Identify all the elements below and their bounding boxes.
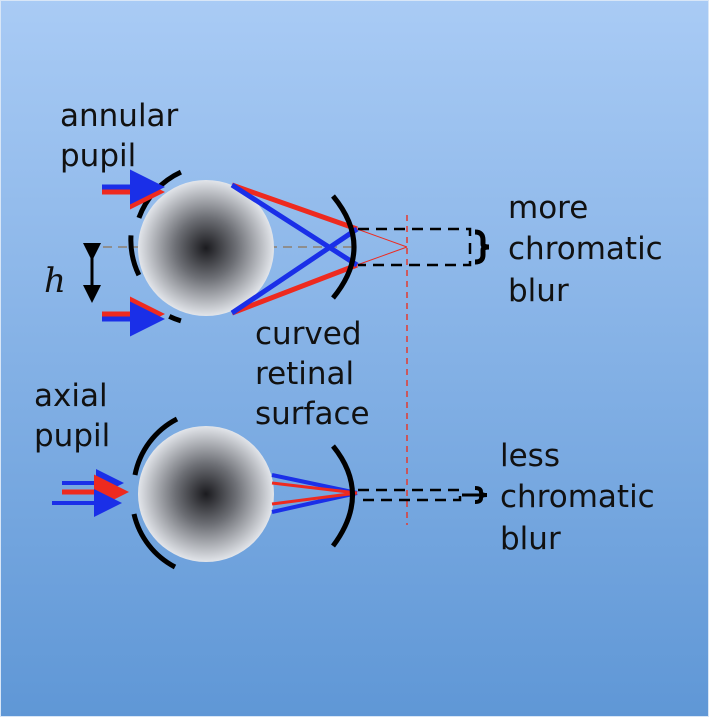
- blur-extent-box-upper: [358, 227, 472, 267]
- annular-pupil-eye: [83, 169, 490, 337]
- less-blur-label-line1: less: [500, 438, 560, 474]
- retina-label-line2: retinal: [255, 356, 354, 392]
- blur-extent-box-lower: [358, 488, 462, 502]
- axial-pupil-eye: [52, 416, 488, 570]
- h-label: h: [44, 261, 66, 301]
- red-ray-axial-lower: [271, 491, 358, 506]
- eye-lens: [138, 180, 274, 316]
- blue-ray-lower-converging: [230, 226, 359, 316]
- pupil-aperture-lower-arc: [168, 314, 182, 324]
- blue-ray-upper-converging: [230, 182, 359, 268]
- more-blur-label-line2: chromatic: [508, 231, 663, 267]
- blur-bracket-upper: [474, 229, 490, 265]
- pupil-aperture-middle-arc: [128, 235, 142, 277]
- retina-label-line3: surface: [255, 396, 370, 432]
- eye-lens-lower: [138, 426, 274, 562]
- blur-bracket-lower: [474, 486, 488, 504]
- more-blur-label-line3: blur: [508, 273, 569, 309]
- axial-aperture-upper-arc: [132, 416, 179, 476]
- less-blur-label-line2: chromatic: [500, 479, 655, 515]
- axial-aperture-lower-arc: [131, 513, 177, 570]
- curved-retina-lower: [330, 444, 355, 548]
- curved-retina-upper: [331, 194, 357, 300]
- red-ray-lower-converging: [231, 262, 358, 316]
- annular-label-line2: pupil: [60, 138, 136, 174]
- red-ray-continuation-lower: [356, 246, 408, 266]
- red-ray-axial-upper: [271, 481, 358, 495]
- more-blur-label-line1: more: [508, 190, 588, 226]
- red-ray-continuation-upper: [356, 228, 408, 248]
- red-ray-upper-converging: [231, 182, 358, 232]
- annular-label-line1: annular: [60, 98, 179, 134]
- axial-label-line2: pupil: [34, 418, 110, 454]
- retina-label-line1: curved: [255, 316, 362, 352]
- less-blur-label-line3: blur: [500, 521, 561, 557]
- axial-label-line1: axial: [34, 378, 108, 414]
